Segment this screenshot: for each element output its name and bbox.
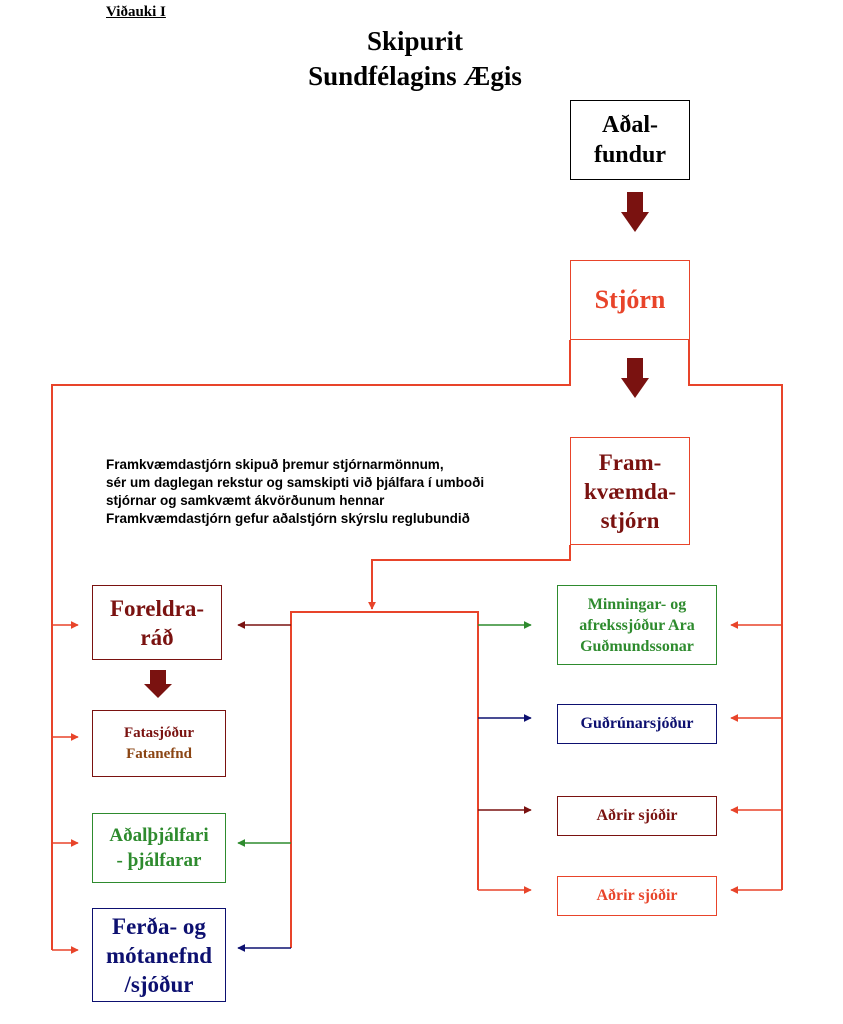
note-line-4: Framkvæmdastjórn gefur aðalstjórn skýrsl… bbox=[106, 511, 470, 526]
chart-title: Skipurit Sundfélagins Ægis bbox=[250, 24, 580, 94]
adrir-sjodir-2-label: Aðrir sjóðir bbox=[596, 887, 678, 904]
note-line-3: stjórnar og samkvæmt ákvörðunum hennar bbox=[106, 493, 385, 508]
box-adalfundur: Aðal- fundur bbox=[570, 100, 690, 180]
title-line-1: Skipurit bbox=[366, 26, 464, 56]
box-gudrunarsjodur: Guðrúnarsjóður bbox=[557, 704, 717, 744]
box-minningarsjodur: Minningar- og afrekssjóður Ara Guðmundss… bbox=[557, 585, 717, 665]
box-adalthjalfari: Aðalþjálfari - þjálfarar bbox=[92, 813, 226, 883]
box-foreldrarad: Foreldra- ráð bbox=[92, 585, 222, 660]
adrir-sjodir-1-label: Aðrir sjóðir bbox=[596, 807, 678, 824]
box-stjorn: Stjórn bbox=[570, 260, 690, 340]
fatasjodur-line-2: Fatanefnd bbox=[126, 745, 192, 762]
gudrunarsjodur-label: Guðrúnarsjóður bbox=[580, 715, 694, 732]
box-adrir-sjodir-2: Aðrir sjóðir bbox=[557, 876, 717, 916]
box-framkvaemdastjorn: Fram- kvæmda- stjórn bbox=[570, 437, 690, 545]
box-adrir-sjodir-1: Aðrir sjóðir bbox=[557, 796, 717, 836]
right-bus-line bbox=[688, 340, 783, 890]
minningarsjodur-line-3: Guðmundssonar bbox=[580, 637, 694, 655]
block-arrow-3 bbox=[144, 670, 172, 698]
ferdanefnd-line-2: mótanefnd bbox=[105, 942, 213, 968]
block-arrow-2 bbox=[621, 358, 649, 398]
block-arrow-1 bbox=[621, 192, 649, 232]
foreldrarad-line-2: ráð bbox=[140, 624, 174, 650]
note-line-2: sér um daglegan rekstur og samskipti við… bbox=[106, 475, 485, 490]
minningarsjodur-line-1: Minningar- og bbox=[587, 595, 687, 613]
distribution-bus bbox=[290, 611, 479, 948]
appendix-label: Viðauki I bbox=[106, 4, 166, 20]
framkvaemdastjorn-note: Framkvæmdastjórn skipuð þremur stjórnarm… bbox=[106, 456, 566, 528]
box-ferdanefnd: Ferða- og mótanefnd /sjóður bbox=[92, 908, 226, 1002]
box-fatasjodur: Fatasjóður Fatanefnd bbox=[92, 710, 226, 777]
ferdanefnd-line-1: Ferða- og bbox=[112, 913, 206, 939]
adalthjalfari-line-1: Aðalþjálfari bbox=[109, 825, 209, 846]
stjorn-label: Stjórn bbox=[594, 285, 666, 314]
fatasjodur-line-1: Fatasjóður bbox=[124, 724, 194, 741]
framkv-line-1: Fram- bbox=[598, 449, 662, 475]
adalthjalfari-line-2: - þjálfarar bbox=[116, 850, 202, 871]
framkv-down-line bbox=[368, 545, 571, 610]
ferdanefnd-line-3: /sjóður bbox=[124, 971, 194, 997]
minningarsjodur-line-2: afrekssjóður Ara bbox=[579, 616, 695, 634]
foreldrarad-line-1: Foreldra- bbox=[109, 595, 205, 621]
note-line-1: Framkvæmdastjórn skipuð þremur stjórnarm… bbox=[106, 457, 444, 472]
framkv-line-2: kvæmda- bbox=[583, 478, 676, 504]
adalfundur-line-2: fundur bbox=[593, 142, 667, 168]
left-bus-line bbox=[51, 340, 571, 950]
framkv-line-3: stjórn bbox=[600, 507, 660, 533]
title-line-2: Sundfélagins Ægis bbox=[308, 61, 522, 91]
adalfundur-line-1: Aðal- bbox=[602, 112, 658, 138]
